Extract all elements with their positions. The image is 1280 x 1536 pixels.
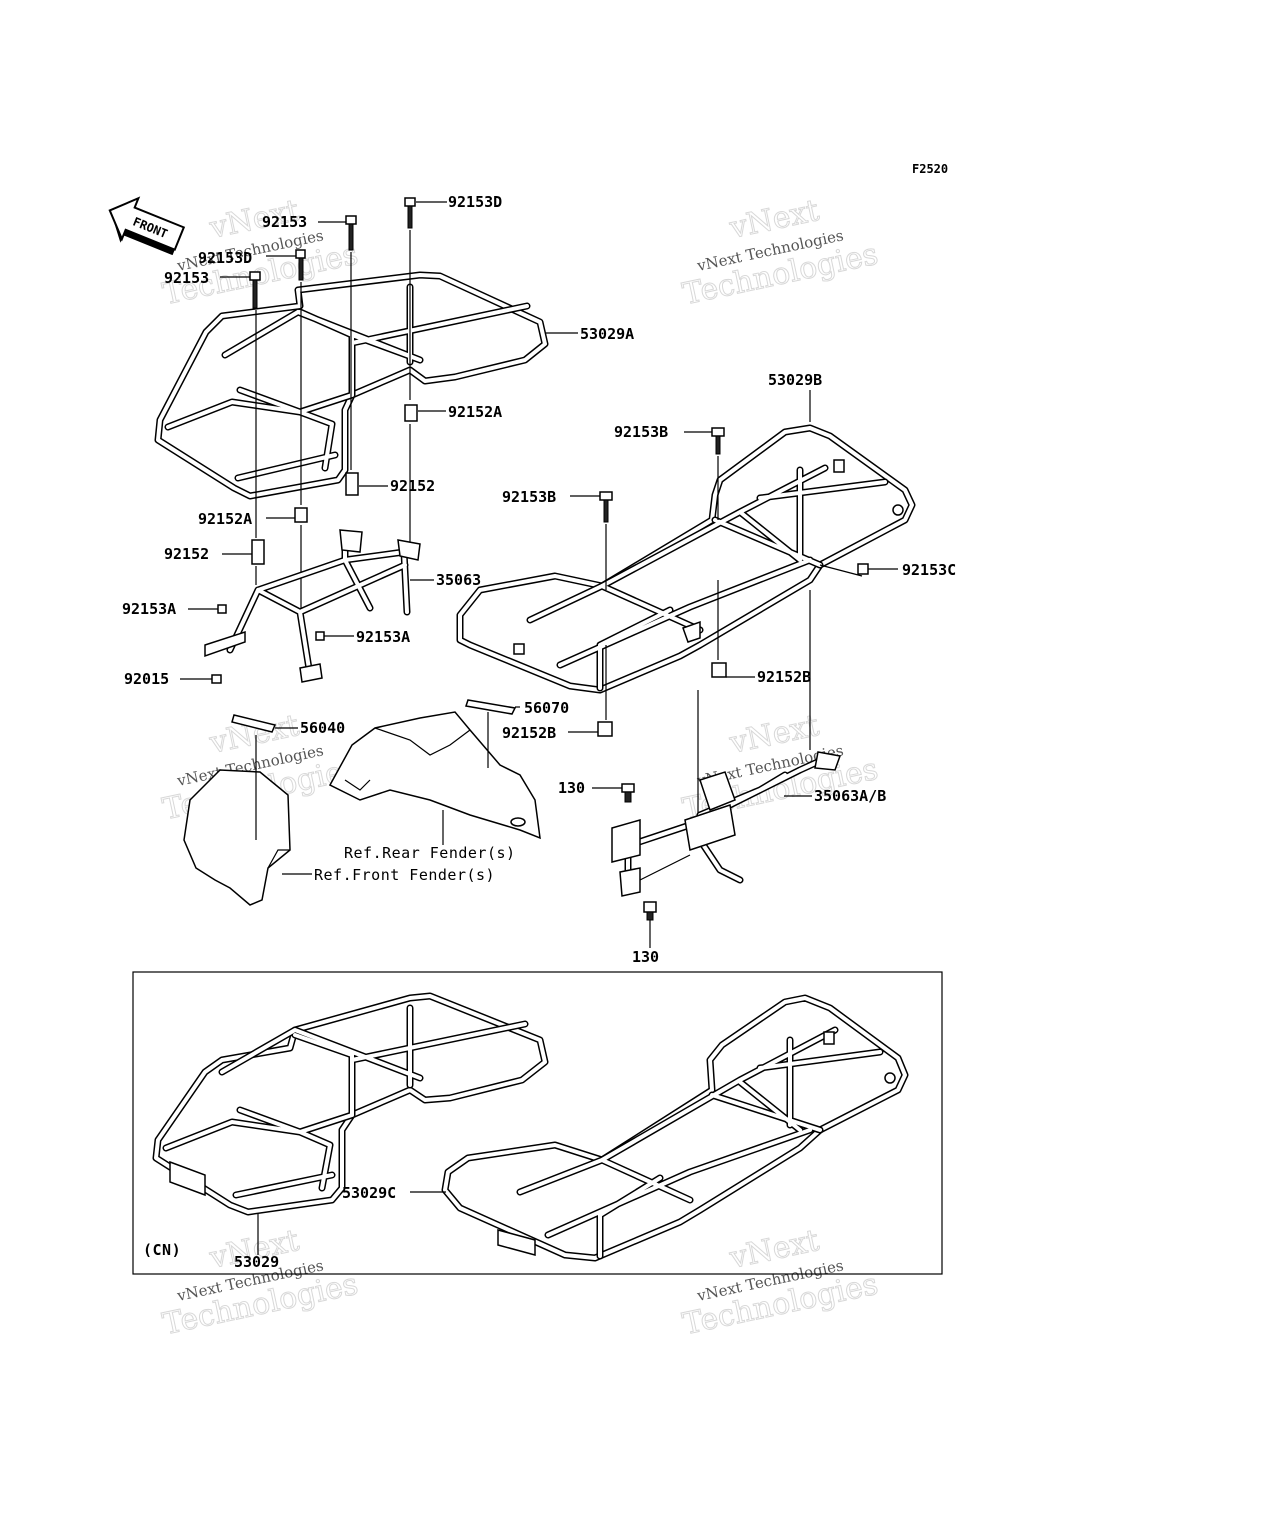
fender-labels: 56070 56040 Ref.Rear Fender(s) Ref.Front…	[300, 699, 569, 884]
label-130-top: 130	[558, 779, 585, 797]
label-92153A-right: 92153A	[356, 628, 410, 646]
label-92152A-top: 92152A	[448, 403, 502, 421]
rear-rack-53029B	[456, 424, 916, 694]
rear-labels: 53029B 92153B 92153B 92153C 92152B 92152…	[502, 371, 956, 966]
front-bracket-35063	[204, 529, 421, 683]
label-92152B-left: 92152B	[502, 724, 556, 742]
label-cn: (CN)	[143, 1241, 181, 1259]
front-labels: 92153D 92153 92153D 92153 53029A 92152A …	[122, 193, 634, 688]
label-92015: 92015	[124, 670, 169, 688]
rear-bracket-35063AB	[611, 751, 842, 921]
label-53029C: 53029C	[342, 1184, 396, 1202]
label-92153B-left: 92153B	[502, 488, 556, 506]
label-53029B: 53029B	[768, 371, 822, 389]
label-92153C: 92153C	[902, 561, 956, 579]
label-92153B-top: 92153B	[614, 423, 668, 441]
label-53029: 53029	[234, 1253, 279, 1271]
label-92153D-top: 92153D	[448, 193, 502, 211]
label-130-bottom: 130	[632, 948, 659, 966]
label-35063AB: 35063A/B	[814, 787, 886, 805]
figure-code: F2520	[912, 162, 948, 176]
fenders	[183, 699, 541, 906]
label-35063: 35063	[436, 571, 481, 589]
front-rack-53029A	[154, 271, 549, 500]
label-92152A-left: 92152A	[198, 510, 252, 528]
label-56040: 56040	[300, 719, 345, 737]
label-92153A-left: 92153A	[122, 600, 176, 618]
label-92153D-b: 92153D	[198, 249, 252, 267]
label-92152-left: 92152	[164, 545, 209, 563]
label-92153-a: 92153	[262, 213, 307, 231]
label-92153-c: 92153	[164, 269, 209, 287]
cn-variant-box: 53029C 53029 (CN)	[132, 971, 943, 1275]
label-ref-rear-fender: Ref.Rear Fender(s)	[344, 844, 516, 862]
front-arrow-icon: FRONT	[108, 196, 186, 256]
label-92152-mid: 92152	[390, 477, 435, 495]
label-92152B-right: 92152B	[757, 668, 811, 686]
label-53029A: 53029A	[580, 325, 634, 343]
label-ref-front-fender: Ref.Front Fender(s)	[314, 866, 495, 884]
label-56070: 56070	[524, 699, 569, 717]
front-fasteners	[211, 197, 418, 684]
